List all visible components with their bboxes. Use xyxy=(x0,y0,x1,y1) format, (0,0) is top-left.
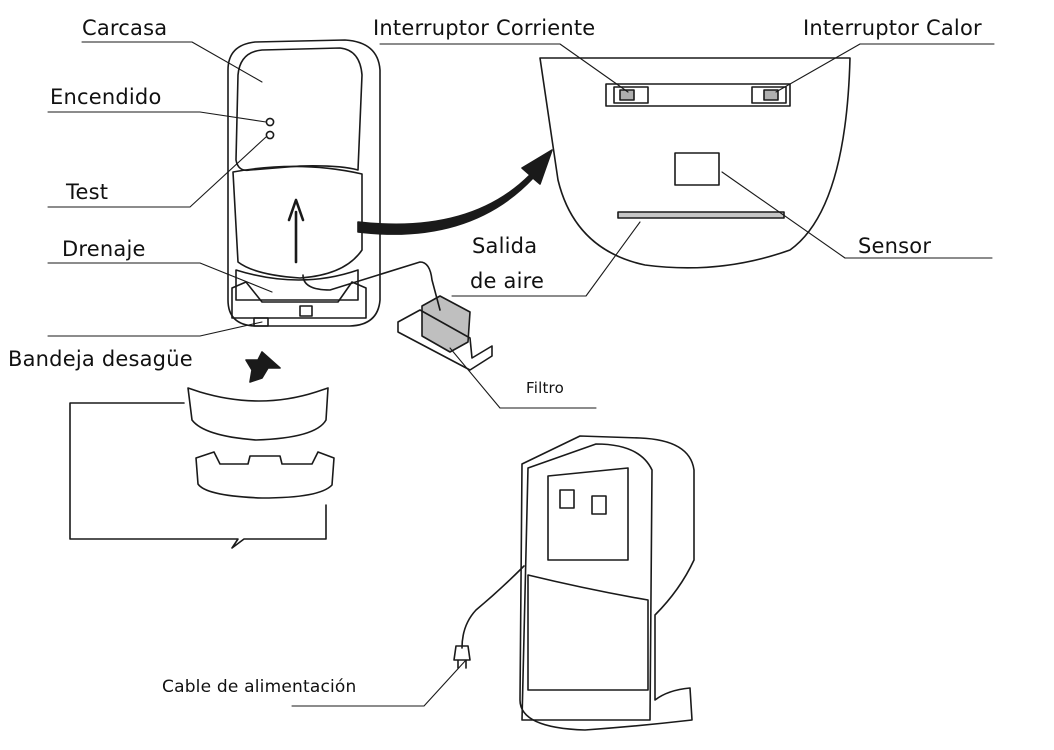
dryer-front-view xyxy=(227,39,441,327)
leader-salida xyxy=(451,221,641,297)
heat-switch-knob xyxy=(763,89,779,101)
leader-encendido xyxy=(47,111,267,123)
filter-block xyxy=(421,295,471,353)
air-direction-arrow xyxy=(287,198,305,264)
label-test: Test xyxy=(66,180,109,204)
hand-cavity xyxy=(232,165,363,279)
filter-component xyxy=(397,295,493,371)
tray-cover-part xyxy=(187,387,329,441)
switch-strip xyxy=(605,83,791,107)
drain-area xyxy=(235,269,359,301)
rear-back-plate xyxy=(521,443,653,721)
air-outlet-slot xyxy=(617,211,785,219)
power-cable xyxy=(461,565,525,649)
dryer-housing xyxy=(227,39,381,327)
label-carcasa: Carcasa xyxy=(82,16,168,40)
power-switch-knob xyxy=(619,89,635,101)
label-drenaje: Drenaje xyxy=(62,237,146,261)
drip-tray xyxy=(231,281,367,319)
leader-bandeja xyxy=(47,321,263,337)
rear-port-right xyxy=(591,495,607,515)
tray-slot-left xyxy=(253,317,269,327)
label-interruptor-corriente: Interruptor Corriente xyxy=(373,16,596,40)
power-indicator-light xyxy=(265,117,275,127)
test-indicator-light xyxy=(265,130,275,140)
tray-removal-arrow xyxy=(245,351,281,383)
dryer-rear-view xyxy=(453,435,695,731)
leader-lines xyxy=(47,41,995,707)
leader-filtro xyxy=(449,347,597,409)
leader-carcasa xyxy=(81,41,263,83)
tray-bracket xyxy=(69,402,327,549)
drain-tray-parts xyxy=(69,387,335,549)
power-plug xyxy=(453,645,471,669)
leader-drenaje xyxy=(47,262,273,293)
power-switch xyxy=(613,86,649,104)
tray-base-part xyxy=(195,451,335,499)
internal-detail-view xyxy=(539,57,851,269)
label-salida-line2: de aire xyxy=(470,269,545,293)
label-cable: Cable de alimentación xyxy=(162,677,357,697)
rear-port-left xyxy=(559,489,575,509)
rear-panel-frame xyxy=(547,467,629,561)
label-encendido: Encendido xyxy=(50,85,162,109)
label-sensor: Sensor xyxy=(858,234,932,258)
label-filtro: Filtro xyxy=(526,379,564,397)
filter-base xyxy=(397,309,493,371)
label-bandeja: Bandeja desagüe xyxy=(8,347,193,371)
detail-outline xyxy=(539,57,851,269)
leader-sensor xyxy=(721,171,993,259)
leader-interruptor-corriente xyxy=(379,43,629,93)
large-pointer-arrow xyxy=(357,149,553,235)
rear-housing xyxy=(519,435,695,731)
dryer-cover-panel xyxy=(235,47,363,172)
leader-interruptor-calor xyxy=(775,43,995,93)
rear-lower-cavity xyxy=(527,574,649,691)
tray-slot-right xyxy=(299,305,313,317)
cable-line xyxy=(302,261,441,311)
leader-cable xyxy=(291,659,467,707)
label-salida-line1: Salida xyxy=(472,234,538,258)
sensor-window xyxy=(674,152,720,186)
heat-switch xyxy=(751,86,787,104)
label-interruptor-calor: Interruptor Calor xyxy=(803,16,982,40)
leader-test xyxy=(47,136,267,208)
